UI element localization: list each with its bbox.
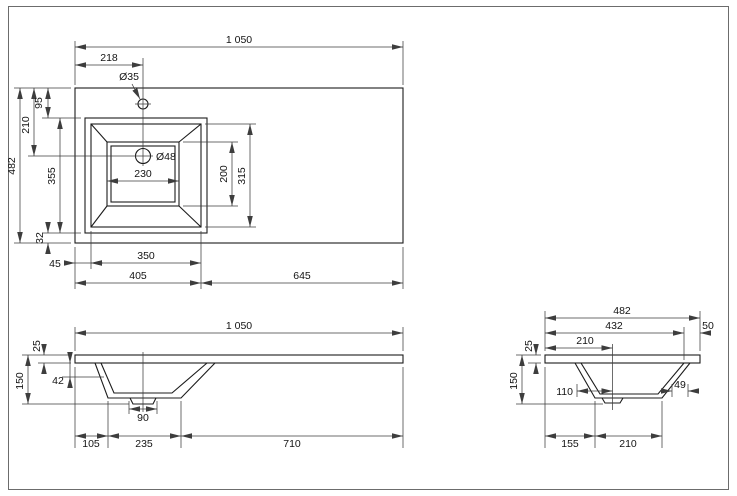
top-view: 1 050 218 Ø35 482 210 95 [6,34,404,289]
front-basin-inner [100,362,208,394]
dim-text-drain-dia: Ø48 [156,151,176,163]
side-view: 482 432 50 210 25 150 [508,305,714,450]
sheet-border [8,6,729,490]
dim-text-front-top-thickness: 25 [31,340,43,352]
dim-text-floor-depth: 200 [218,165,230,183]
dim-front-total-width: 1 050 [74,320,404,351]
dim-text-drain-width: 90 [137,412,149,424]
dim-text-top-total-width: 1 050 [226,34,252,46]
side-basin-inner [580,362,685,395]
dim-front-drain-width: 90 [128,401,158,424]
dim-text-top-total-depth: 482 [6,157,18,175]
dim-text-basin-depth: 355 [46,167,58,185]
dim-text-faucet-dia: Ø35 [119,71,139,83]
dim-top-floor-width: 230 [107,168,179,184]
dim-top-floor-depth: 200 [183,141,238,207]
dim-text-faucet-offset: 218 [100,52,118,64]
front-view: 1 050 25 150 42 90 [14,320,404,450]
side-slab [544,354,701,364]
dim-text-side-total-depth: 482 [613,305,631,317]
basin-rim-outer [84,117,208,234]
dim-top-bottom-row1: 45 350 [49,231,404,289]
dim-side-rim-to-front: 50 [700,320,714,336]
dim-text-front-total-width: 1 050 [226,320,252,332]
dim-front-top-thickness: 25 [22,340,71,374]
dim-text-back-to-drain: 210 [20,116,32,134]
dim-text-side-back-to-drain: 210 [576,335,594,347]
label-drain-dia: Ø48 [156,151,176,163]
dim-top-bottom-row2: 405 645 [75,270,403,286]
dim-top-back-to-drain: 210 [20,88,37,156]
dim-side-floor-to-drain: 110 [556,384,613,398]
dim-text-floor-width: 230 [134,168,152,180]
dim-top-back-to-basin: 95 [33,88,81,119]
dim-text-floor-to-drain: 110 [556,386,573,398]
dim-top-total-width: 1 050 [74,34,404,85]
dim-top-total-depth: 482 [6,87,71,244]
dim-text-rim-depth: 315 [236,167,248,185]
dim-top-faucet-offset: 218 [75,52,143,68]
dim-side-back-to-drain: 210 [545,335,613,351]
side-view-outline [544,344,701,410]
dim-text-front-total-height: 150 [14,372,26,390]
dim-text-basin-to-front: 32 [34,232,46,244]
front-basin-outer [94,362,216,399]
dim-text-back-segment: 155 [561,438,579,450]
label-faucet-dia: Ø35 [119,71,141,100]
dim-text-edge-to-basin: 45 [49,258,61,270]
dim-side-bottom-row: 155 210 [544,367,663,450]
dim-side-back-to-rim: 432 [545,320,685,360]
dim-front-bottom-row: 105 235 710 [74,367,404,450]
dim-text-counter-zone: 645 [293,270,311,282]
dim-text-bottom-segment: 235 [135,438,153,450]
dim-front-wall-offset: 42 [52,352,104,388]
dim-side-top-thickness: 25 [516,340,541,374]
dim-text-wall-offset: 42 [52,375,64,387]
dim-text-side-top-thickness: 25 [523,340,535,352]
dim-top-basin-depth: 355 [46,118,63,233]
dim-text-front-offset: 49 [674,379,686,391]
countertop-outline [74,87,404,244]
dim-text-right-segment: 710 [283,438,301,450]
dim-top-basin-to-front: 32 [34,222,81,254]
dim-side-total-height: 150 [508,355,603,405]
dim-text-basin-zone: 405 [129,270,147,282]
dim-top-rim-depth: 315 [205,123,256,228]
dim-text-side-bottom-segment: 210 [619,438,637,450]
dim-text-basin-width: 350 [137,250,155,262]
dim-text-left-segment: 105 [82,438,100,450]
dim-text-side-total-height: 150 [508,372,520,390]
dim-front-total-height: 150 [14,355,129,405]
front-slab [74,354,404,364]
dim-text-back-to-basin: 95 [33,97,45,109]
basin-rim-inner [90,123,202,228]
drain-hole [28,147,153,165]
dim-text-back-to-rim: 432 [605,320,623,332]
dim-side-front-offset: 49 [661,379,699,397]
top-view-outline [74,87,404,244]
dim-text-rim-to-front: 50 [702,320,714,332]
front-view-outline [74,352,404,412]
side-basin-outer [574,362,691,399]
